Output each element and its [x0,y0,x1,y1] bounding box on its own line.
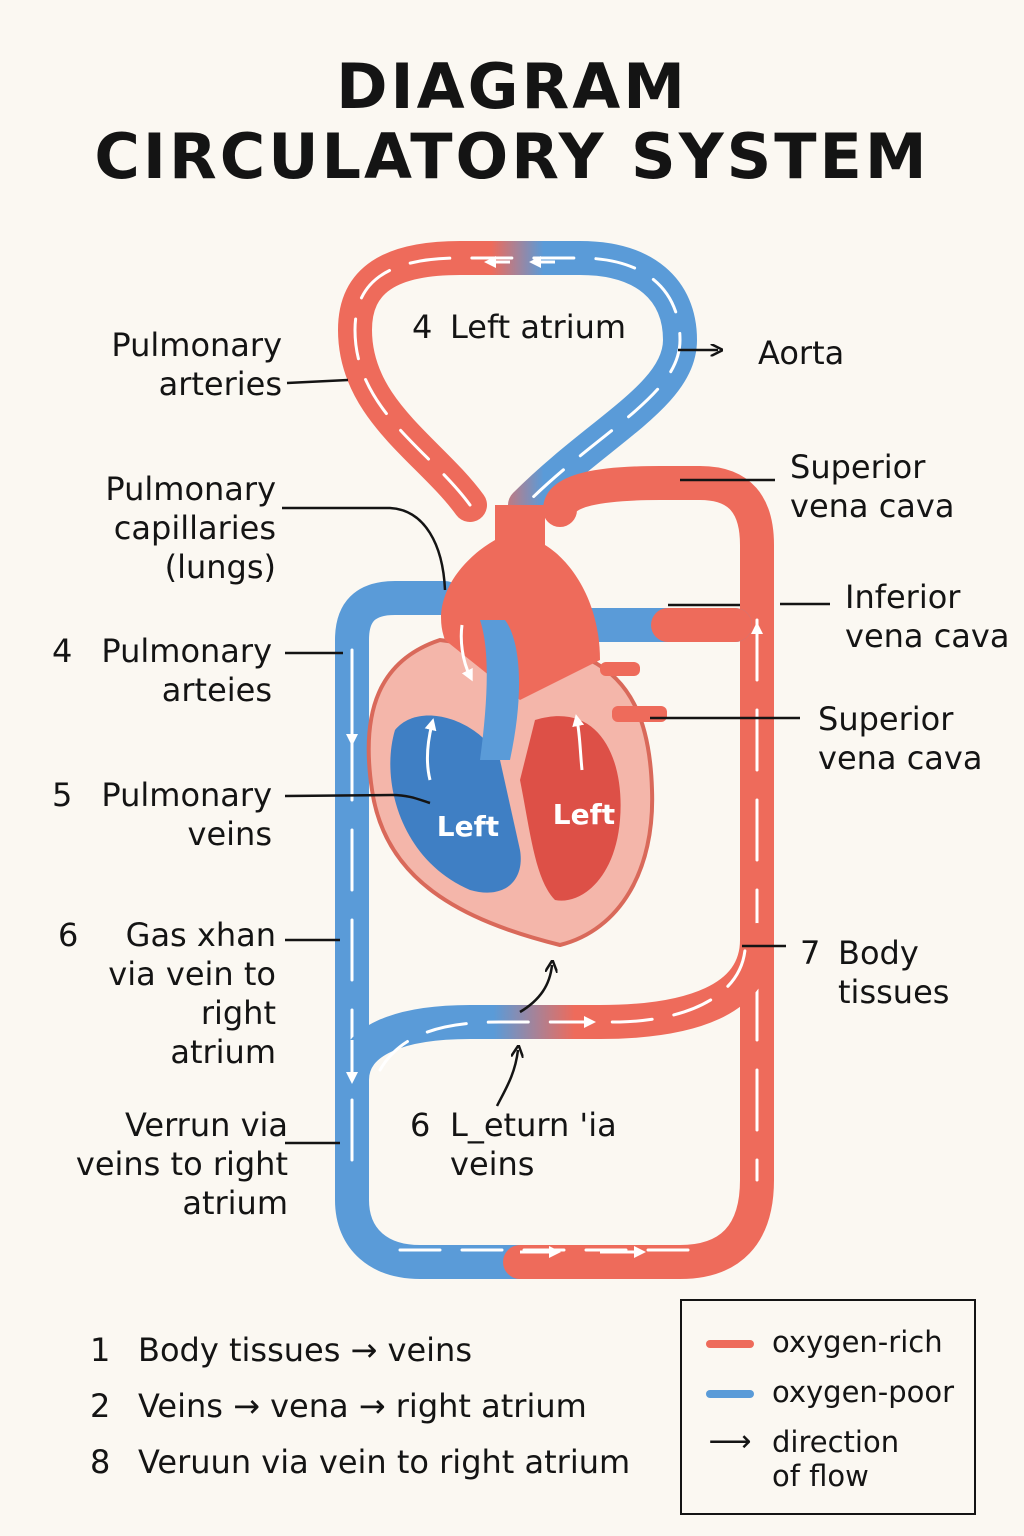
oxygen-rich-swatch [706,1340,754,1348]
legend-row-oxygen-poor: oxygen-poor [706,1375,954,1409]
legend-row-oxygen-rich: oxygen-rich [706,1325,943,1359]
label-pulmonary-veins: Pulmonary veins [101,776,272,853]
page-title-line-2: CIRCULATORY SYSTEM [94,120,930,193]
page-title-line-1: DIAGRAM [336,50,688,123]
label-pulmonary-veins-number: 5 [52,776,73,814]
label-pulmonary-arteies: Pulmonary arteies [101,632,272,709]
label-aorta: Aorta [758,334,845,372]
vessel-flow-arrows [346,256,763,1258]
label-body-tissues-number: 7 [800,934,821,972]
label-left-atrium-number: 4 [412,308,433,346]
step-text: Veruun via vein to right atrium [138,1443,631,1481]
label-verrun-via-veins: Verrun via veins to right atrium [75,1106,288,1222]
legend-oxygen-rich-label: oxygen-rich [772,1325,943,1359]
legend-direction-label: direction of flow [772,1425,900,1493]
label-gas-exchange: Gas xhan via vein to right atrium [108,916,276,1071]
label-return-via-veins: L_eturn 'ia veins [450,1106,617,1183]
label-return-via-veins-number: 6 [410,1106,431,1144]
label-body-tissues: Body tissues [838,934,950,1011]
label-left-atrium: Left atrium [450,308,627,346]
oxygen-poor-swatch [706,1390,754,1398]
middle-exchange-vessel [335,923,774,1097]
step-item: 2 Veins → vena → right atrium [90,1386,587,1426]
heart-right-chamber-red [520,716,621,901]
label-pulmonary-arteies-number: 4 [52,632,73,670]
step-number: 8 [90,1443,111,1481]
legend-box: oxygen-rich oxygen-poor ⟶ direction of fl… [680,1299,976,1515]
arrow-right-icon: ⟶ [708,1424,752,1459]
legend-row-direction: ⟶ direction of flow [706,1424,900,1494]
heart-inner-vein [480,620,520,760]
heart [366,505,667,948]
label-superior-vena-cava-mid: Superior vena cava [818,700,983,777]
label-inferior-vena-cava: Inferior vena cava [845,578,1010,655]
label-superior-vena-cava-top: Superior vena cava [790,448,955,525]
aortic-arch [441,505,600,700]
heart-left-blue-label: Left [437,810,499,843]
step-item: 8 Veruun via vein to right atrium [90,1442,630,1482]
right-systemic-artery [503,466,774,1279]
legend-oxygen-poor-label: oxygen-poor [772,1375,955,1409]
step-text: Body tissues → veins [138,1331,472,1369]
heart-left-red-label: Left [553,798,615,831]
step-text: Veins → vena → right atrium [138,1387,587,1425]
vessels [335,241,774,1279]
label-pulmonary-capillaries: Pulmonary capillaries (lungs) [105,470,276,586]
left-systemic-vein [335,581,537,1279]
leader-lines [282,350,830,1145]
label-pulmonary-arteries-top: Pulmonary arteries [111,326,282,403]
label-gas-exchange-number: 6 [58,916,79,954]
step-item: 1 Body tissues → veins [90,1330,472,1370]
step-number: 2 [90,1387,111,1425]
step-number: 1 [90,1331,111,1369]
